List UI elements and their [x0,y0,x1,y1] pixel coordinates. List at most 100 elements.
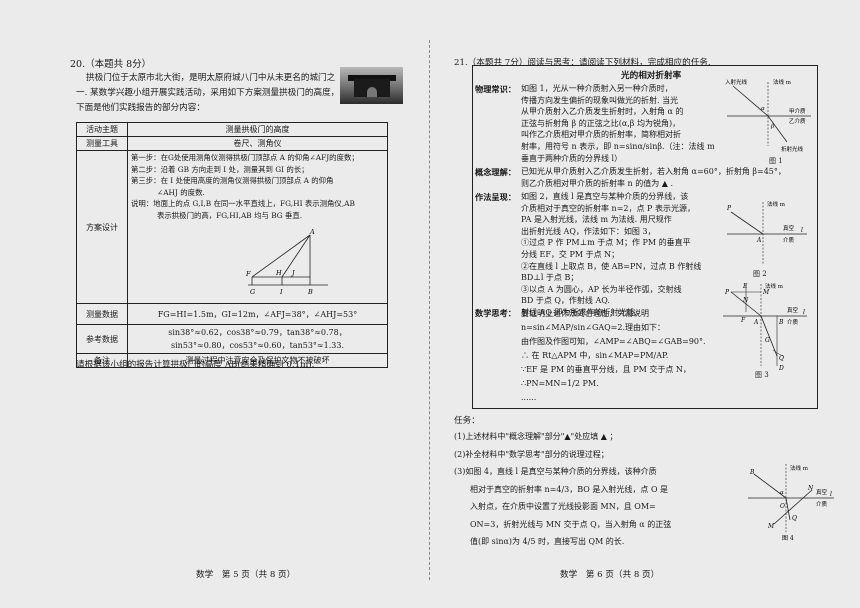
figure-3-caption: 图 3 [755,371,769,379]
text-line: 由作图及作图可知，∠AMP=∠ABQ=∠GAB=90°. [521,337,706,346]
medium-label: 介质 [783,236,795,244]
intro-line-1: 拱极门位于太原市北大街，是明太原府城八门中从未更名的城门之 [86,73,336,83]
point-q-label: Q [792,515,797,522]
table-label: 参考数据 [76,324,128,354]
vacuum-label: 真空 [783,224,795,232]
report-table: 活动主题 测量拱极门的高度 测量工具 卷尺、测角仪 方案设计 第一步：在G处使用… [76,122,388,368]
task-list: (1)上述材料中"概念理解"部分"▲"处应填 ▲ ； (2)补全材料中"数学思考… [454,428,671,551]
section-text: 已知光从甲介质射入乙介质发生折射，若入射角 α=60°，折射角 β=45°， 则… [521,166,786,189]
task-3: (3)如图 4，直线 l 是真空与某种介质的分界线，该种介质 [454,467,657,476]
table-value: 测量拱极门的高度 [127,122,388,137]
point-a-label: A [756,237,762,244]
point-n-label: N [807,485,814,492]
task-label: 任务： [454,416,480,426]
vacuum-label: 真空 [816,488,828,496]
point-p-label: P [724,289,730,296]
point-b-label: B [778,319,784,326]
point-g-label: G [765,337,770,344]
text-line: ①过点 P 作 PM⊥m 于点 M；作 PM 的垂直平 [521,238,691,248]
text-line: 射线 AQ 即为所求作的折射光线. [521,307,637,317]
point-q-label: Q [779,355,784,362]
text-line: 如图 1，光从一种介质射入另一种介质时， [521,84,673,93]
incident-ray-label: 入射光线 [725,78,748,86]
design-note-2: 表示拱极门的高，FG,HI,AB 均与 BG 垂直. [157,210,303,220]
table-row: 测量数据 FG=HI=1.5m，GI=12m，∠AFJ=38°，∠AHJ=53° [76,303,388,325]
text-line: ∴PN=MN=1/2 PM. [521,379,599,388]
reference-line-1: sin38°≈0.62，cos38°≈0.79，tan38°≈0.78， [168,328,347,337]
table-row: 参考数据 sin38°≈0.62，cos38°≈0.79，tan38°≈0.78… [76,324,388,354]
section-label: 数学思考： [475,308,516,318]
task-1: (1)上述材料中"概念理解"部分"▲"处应填 ▲ ； [454,432,618,441]
point-m-label: M [767,523,775,530]
reading-material-box: 光的相对折射率 物理常识： 如图 1，光从一种介质射入另一种介质时， 传播方向发… [472,65,818,409]
point-m-label: M [762,289,770,296]
page-6: 21.（本题共 7分）阅读与思考：请阅读下列材料，完成相应的任务. 光的相对折射… [430,0,860,608]
text-line: 则乙介质相对甲介质的折射率 n 的值为 ▲ . [521,178,674,188]
gate-photo [340,67,403,104]
alpha-label: α [761,106,765,112]
text-line: ③以点 A 为圆心，AP 长为半径作弧，交射线 [521,284,682,294]
text-line: ∴ 在 Rt△APM 中，sin∠MAP=PM/AP. [521,351,669,360]
text-line: ②在直线 l 上取点 B，使 AB=PN，过点 B 作射线 [521,261,702,271]
section-text: 如图 1，光从一种介质射入另一种介质时， 传播方向发生偏折的现象叫做光的折射. … [521,83,715,164]
figure-1-caption: 图 1 [769,157,783,165]
page-5: 20.（本题共 8分） 拱极门位于太原市北大街，是明太原府城八门中从未更名的城门… [70,59,403,580]
point-d-label: D [778,365,784,372]
text-line: 介质相对于真空的折射率 n=2，点 P 表示光源， [521,203,695,213]
table-value: 卷尺、测角仪 [127,136,388,151]
section-label: 作法呈现： [475,192,516,202]
point-b-label: B [749,469,755,476]
text-line: 传播方向发生偏折的现象叫做光的折射. 当光 [521,95,679,105]
design-step-2: 第二步：沿着 GB 方向走到 I 处，测量其到 GI 的长； [131,164,309,174]
line-l-label: l [803,309,805,316]
footer-page-5: 数学 第 5 页（共 8 页） [196,570,296,580]
text-line: 出折射光线 AQ，作法如下：如图 3， [521,226,656,236]
section-text: 如图 2，直线 l 是真空与某种介质的分界线，该 介质相对于真空的折射率 n=2… [521,191,701,319]
medium-label: 介质 [816,500,828,508]
text-line: 叫作乙介质相对甲介质的折射率，简称相对折 [521,130,681,140]
text-line: 正弦与折射角 β 的正弦之比(α,β 均为锐角)， [521,118,681,128]
text-line: 垂直于两种介质的分界线 l） [521,153,623,163]
figure-2: 法线 m P A l 真空 介质 [726,200,807,264]
point-j-label: J [290,269,295,277]
point-b-label: B [307,288,313,296]
task-3-line-3: 入射点，在介质中设置了光线投影面 MN，且 OM= [470,502,656,511]
point-p-label: P [726,205,732,212]
section-label: 概念理解： [475,167,516,177]
text-line: ∵EF 是 PM 的垂直平分线，且 PM 交于点 N， [521,365,691,374]
table-row: 备注 测量过程中注意安全及保护文物不被破坏 [76,353,388,368]
task-3-line-2: 相对于真空的折射率 n=4/3，BO 是入射光线，点 O 是 [470,484,669,494]
point-a-label: A [309,229,315,236]
table-row: 活动主题 测量拱极门的高度 [76,122,388,137]
point-o-label: O [780,503,785,510]
text-line: 如图 2，直线 l 是真空与某种介质的分界线，该 [521,192,689,201]
table-label: 活动主题 [76,122,128,137]
normal-label: 法线 m [765,282,784,290]
task-2: (2)补全材料中"数学思考"部分的说理过程； [454,449,609,459]
intro-line-2: 一. 某数学兴趣小组开展实践活动，采用如下方案测量拱极门的高度， [76,88,340,98]
task-3-line-4: ON=3，折射光线与 MN 交于点 Q，当入射角 α 的正弦 [470,519,672,529]
figure-4: 法线 m B α O N M Q l 真空 介质 图 4 [748,464,834,542]
section-math-thinking: 数学思考： 要证明上述作法的合理性，只需说明 n=sin∠MAP/sin∠GAQ… [473,306,817,406]
section-construction: 作法呈现： 如图 2，直线 l 是真空与某种介质的分界线，该 介质相对于真空的折… [473,190,817,320]
beta-label: β [770,124,774,130]
section-label: 物理常识： [475,84,516,94]
line-l-label: l [830,491,832,498]
text-line: ...... [521,393,537,402]
intro-line-3: 下面是他们实践报告的部分内容： [76,103,205,113]
text-line: 从甲介质射入乙介质发生折射时，入射角 α 的 [521,107,684,117]
task-3-line-5: 值(即 sinα)为 4/5 时，直接写出 QM 的长. [470,537,625,546]
text-line: 分线 EF，交 PM 于点 N； [521,249,620,259]
normal-label: 法线 m [790,464,809,472]
figure-1: 入射光线 法线 m α β 甲介质 乙介质 折射光线 [725,78,811,153]
text-line: 已知光从甲介质射入乙介质发生折射，若入射角 α=60°，折射角 β=45°， [521,167,786,176]
reference-line-2: sin53°≈0.80，cos53°≈0.60，tan53°≈1.33. [171,341,344,350]
vacuum-label: 真空 [787,306,799,314]
note-value: 测量过程中注意安全及保护文物不被破坏 [127,353,388,368]
table-label: 方案设计 [76,150,128,304]
medium-b-label: 乙介质 [789,117,806,125]
material-title: 光的相对折射率 [621,71,682,81]
medium-label: 介质 [787,318,799,326]
design-step-1: 第一步：在G处使用测角仪测得拱极门顶部点 A 的仰角∠AFJ的度数； [131,153,359,162]
point-n-label: N [742,297,749,304]
